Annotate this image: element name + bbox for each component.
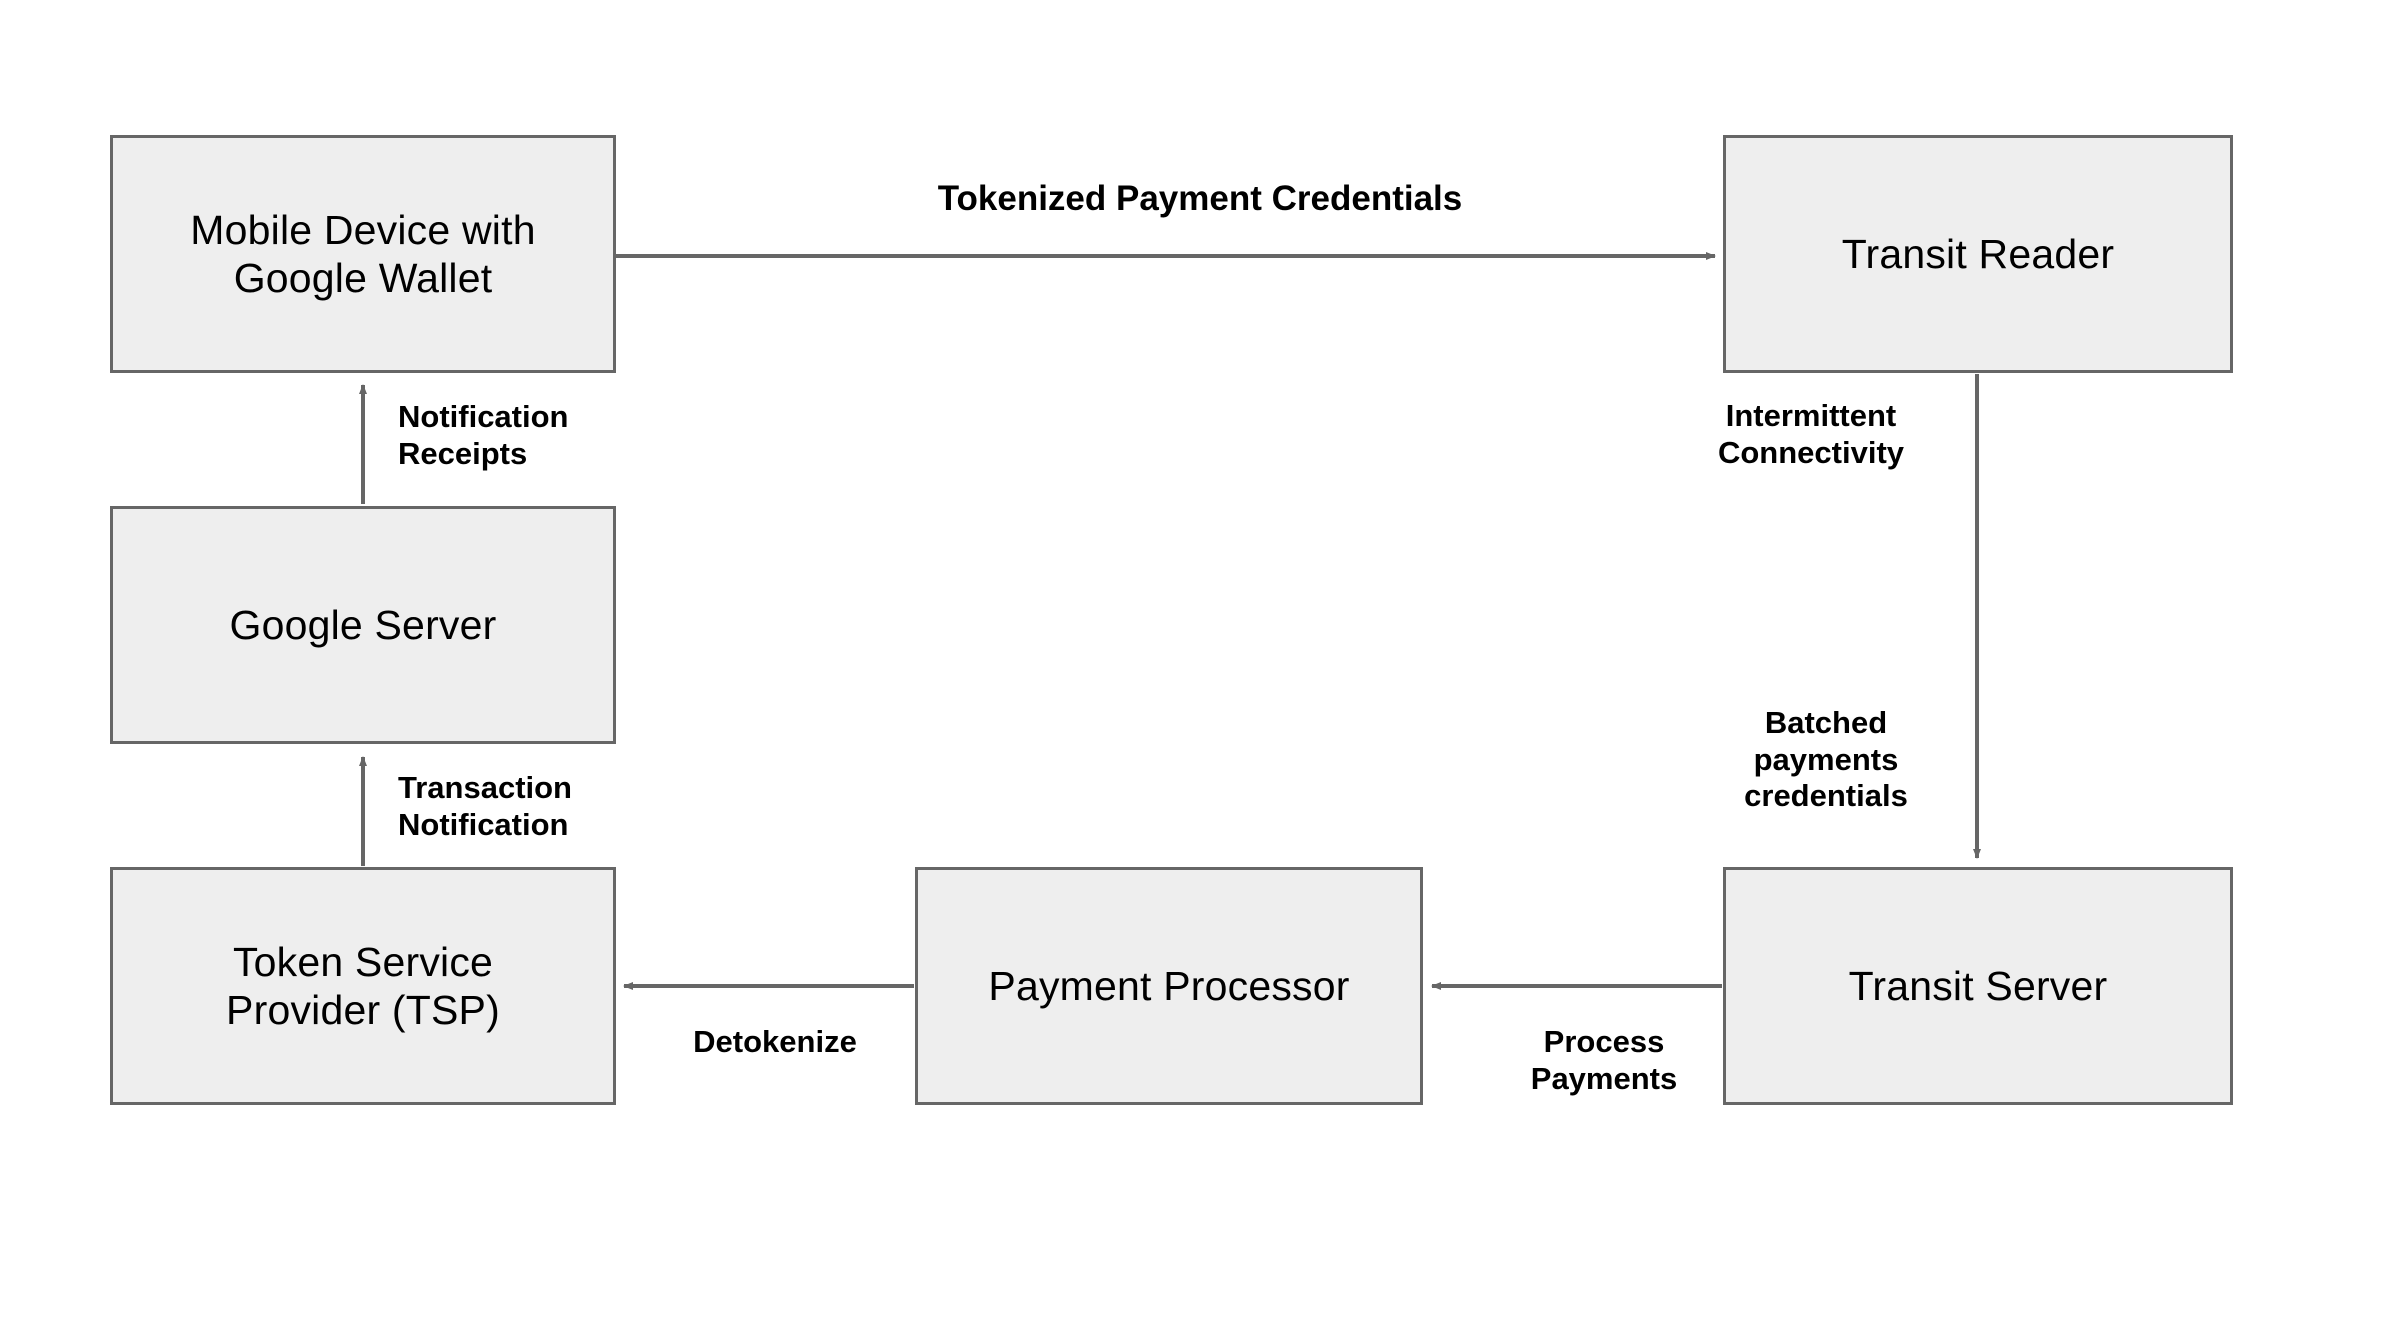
node-payment-processor[interactable]: Payment Processor: [915, 867, 1423, 1105]
edge-label-tokenized-payment-credentials: Tokenized Payment Credentials: [937, 179, 1463, 218]
node-transit-reader[interactable]: Transit Reader: [1723, 135, 2233, 373]
node-transit-server[interactable]: Transit Server: [1723, 867, 2233, 1105]
edge-label-transaction-notification: Transaction Notification: [398, 770, 572, 842]
edge-label-batched-payments-credentials: Batched payments credentials: [1744, 705, 1908, 814]
node-token-service-provider[interactable]: Token Service Provider (TSP): [110, 867, 616, 1105]
node-mobile-device[interactable]: Mobile Device with Google Wallet: [110, 135, 616, 373]
edge-label-notification-receipts: Notification Receipts: [398, 399, 569, 471]
edge-label-detokenize: Detokenize: [693, 1024, 857, 1059]
edge-label-process-payments: Process Payments: [1530, 1024, 1678, 1096]
node-google-server[interactable]: Google Server: [110, 506, 616, 744]
edge-label-intermittent-connectivity: Intermittent Connectivity: [1717, 398, 1905, 470]
